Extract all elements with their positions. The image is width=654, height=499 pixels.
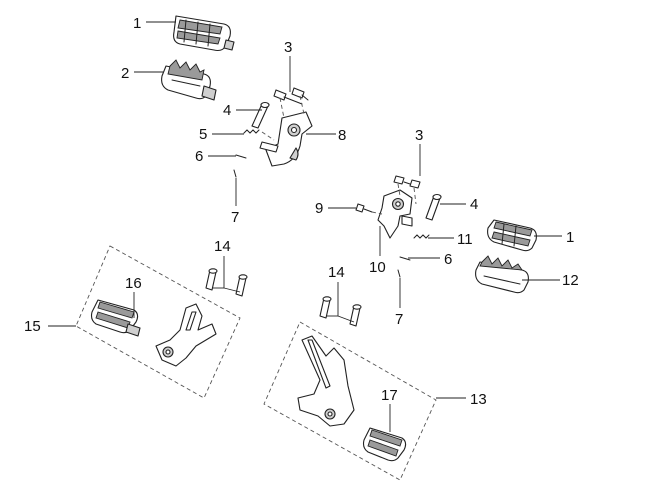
callout-6-right: 6	[444, 251, 452, 268]
callout-6-left: 6	[195, 148, 203, 165]
callout-10: 10	[369, 259, 386, 276]
callout-16: 16	[125, 275, 142, 292]
footpeg-1-upper-left	[173, 15, 235, 52]
pin-7-left	[233, 169, 237, 178]
footpeg-16	[90, 299, 141, 337]
callout-1-right: 1	[566, 229, 574, 246]
rear-bracket-left	[155, 303, 217, 367]
bracket-8	[259, 111, 313, 167]
callout-3-right: 3	[415, 127, 423, 144]
callout-15: 15	[24, 318, 41, 335]
pin-7-right	[397, 269, 401, 278]
spring-11	[413, 234, 430, 239]
callout-3-left: 3	[284, 39, 292, 56]
footpeg-2	[161, 59, 217, 101]
callout-1-upper-left: 1	[133, 15, 141, 32]
footpeg-12	[475, 255, 529, 294]
callout-14-left: 14	[214, 238, 231, 255]
callout-4-left: 4	[223, 102, 231, 119]
callout-7-right: 7	[395, 311, 403, 328]
callout-8: 8	[338, 127, 346, 144]
pin-6-right	[399, 256, 411, 261]
pin-4-right	[425, 193, 442, 221]
callout-4-right: 4	[470, 196, 478, 213]
callout-2: 2	[121, 65, 129, 82]
callout-5: 5	[199, 126, 207, 143]
callout-13: 13	[470, 391, 487, 408]
bracket-10	[377, 189, 413, 239]
footpeg-17	[362, 427, 407, 462]
bolt-3-left	[273, 87, 309, 119]
bolts-14-left	[205, 268, 248, 297]
bolt-3-right	[393, 175, 421, 205]
pin-4-left	[251, 101, 270, 129]
callout-12: 12	[562, 272, 579, 289]
leader-lines	[48, 21, 562, 432]
assembly-13-boundary	[263, 321, 437, 481]
callout-7-left: 7	[231, 209, 239, 226]
assembly-15-boundary	[75, 245, 241, 399]
footpeg-1-right	[487, 219, 537, 252]
callout-labels: 1 2 3 4 5 6 7 8 3 9 4 10 11 1 6 12 7 14 …	[24, 15, 579, 408]
callout-17: 17	[381, 387, 398, 404]
callout-11: 11	[457, 231, 473, 248]
pin-6-left	[235, 154, 247, 159]
bolt-9	[355, 203, 383, 215]
rear-bracket-right	[297, 335, 355, 427]
spring-5	[243, 129, 275, 141]
callout-9: 9	[315, 200, 323, 217]
callout-14-right: 14	[328, 264, 345, 281]
bolts-14-right	[319, 296, 362, 327]
